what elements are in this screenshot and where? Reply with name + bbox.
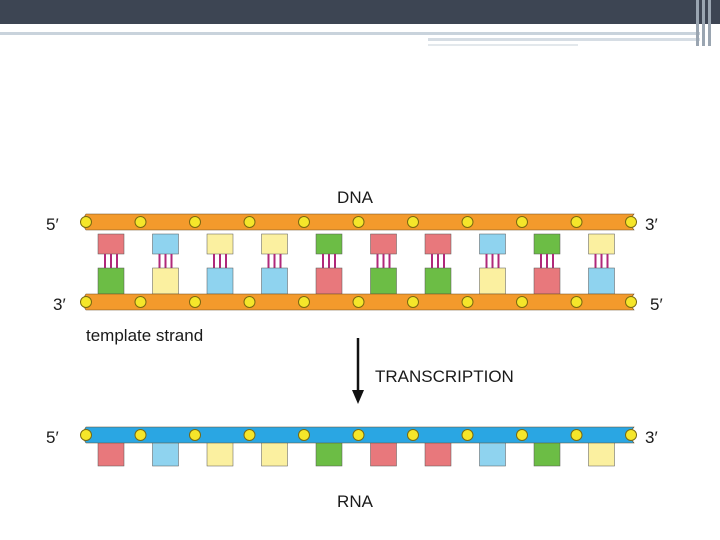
- phosphate-group: [243, 216, 256, 228]
- rna-base: [315, 439, 343, 467]
- title-bar: [0, 0, 720, 24]
- dna-base: [315, 267, 343, 295]
- phosphate-group: [80, 429, 92, 441]
- dna-base: [152, 267, 179, 295]
- rna-base: [479, 439, 506, 467]
- phosphate-group: [461, 429, 474, 441]
- phosphate-group: [407, 429, 419, 441]
- rna-label: RNA: [337, 492, 374, 511]
- rna-base: [588, 439, 615, 467]
- phosphate-group: [407, 216, 419, 228]
- rna-base: [97, 439, 125, 467]
- phosphate-group: [80, 296, 92, 308]
- dna-template-strand: [80, 267, 637, 311]
- dna-base: [206, 267, 234, 295]
- corner-bar: [708, 0, 711, 46]
- dna-bottom-right-end: 5′: [650, 295, 663, 314]
- rna-strand: [80, 426, 637, 467]
- dna-bottom-left-end: 3′: [53, 295, 66, 314]
- transcription-label: TRANSCRIPTION: [375, 367, 514, 386]
- dna-base: [261, 267, 288, 295]
- rna-left-end: 5′: [46, 428, 59, 447]
- phosphate-group: [189, 429, 201, 441]
- corner-bar: [696, 0, 699, 46]
- dna-base: [479, 267, 506, 295]
- header-rule-shorter: [428, 44, 578, 46]
- dna-top-right-end: 3′: [645, 215, 658, 234]
- phosphate-group: [570, 296, 583, 308]
- dna-base: [97, 233, 125, 255]
- dna-base: [533, 267, 561, 295]
- phosphate-group: [625, 216, 637, 228]
- phosphate-group: [516, 216, 528, 228]
- dna-base: [588, 233, 615, 255]
- phosphate-group: [134, 429, 147, 441]
- rna-base: [152, 439, 179, 467]
- dna-base: [370, 233, 397, 255]
- corner-bar: [702, 0, 705, 46]
- dna-coding-strand: [80, 213, 637, 268]
- dna-base: [424, 267, 452, 295]
- phosphate-group: [134, 216, 147, 228]
- phosphate-group: [461, 216, 474, 228]
- phosphate-group: [352, 296, 365, 308]
- phosphate-group: [189, 296, 201, 308]
- dna-base: [424, 233, 452, 255]
- template-strand-label: template strand: [86, 326, 203, 345]
- dna-base: [152, 233, 179, 255]
- dna-base: [370, 267, 397, 295]
- dna-base: [261, 233, 288, 255]
- dna-base: [206, 233, 234, 255]
- dna-base: [97, 267, 125, 295]
- rna-base: [261, 439, 288, 467]
- phosphate-group: [243, 296, 256, 308]
- phosphate-group: [516, 429, 528, 441]
- header-rule-short: [428, 38, 700, 41]
- rna-base: [370, 439, 397, 467]
- phosphate-group: [134, 296, 147, 308]
- phosphate-group: [407, 296, 419, 308]
- phosphate-group: [516, 296, 528, 308]
- dna-top-left-end: 5′: [46, 215, 59, 234]
- phosphate-group: [298, 429, 310, 441]
- phosphate-group: [570, 216, 583, 228]
- dna-base: [315, 233, 343, 255]
- phosphate-group: [298, 296, 310, 308]
- header-rule: [0, 32, 700, 35]
- phosphate-group: [625, 296, 637, 308]
- phosphate-group: [352, 216, 365, 228]
- dna-base: [479, 233, 506, 255]
- rna-base: [206, 439, 234, 467]
- rna-base: [533, 439, 561, 467]
- rna-base: [424, 439, 452, 467]
- phosphate-group: [243, 429, 256, 441]
- phosphate-group: [352, 429, 365, 441]
- dna-base: [588, 267, 615, 295]
- transcription-arrow-head: [352, 390, 364, 404]
- phosphate-group: [298, 216, 310, 228]
- dna-base: [533, 233, 561, 255]
- phosphate-group: [189, 216, 201, 228]
- phosphate-group: [461, 296, 474, 308]
- rna-right-end: 3′: [645, 428, 658, 447]
- phosphate-group: [80, 216, 92, 228]
- phosphate-group: [570, 429, 583, 441]
- phosphate-group: [625, 429, 637, 441]
- dna-label: DNA: [337, 188, 374, 207]
